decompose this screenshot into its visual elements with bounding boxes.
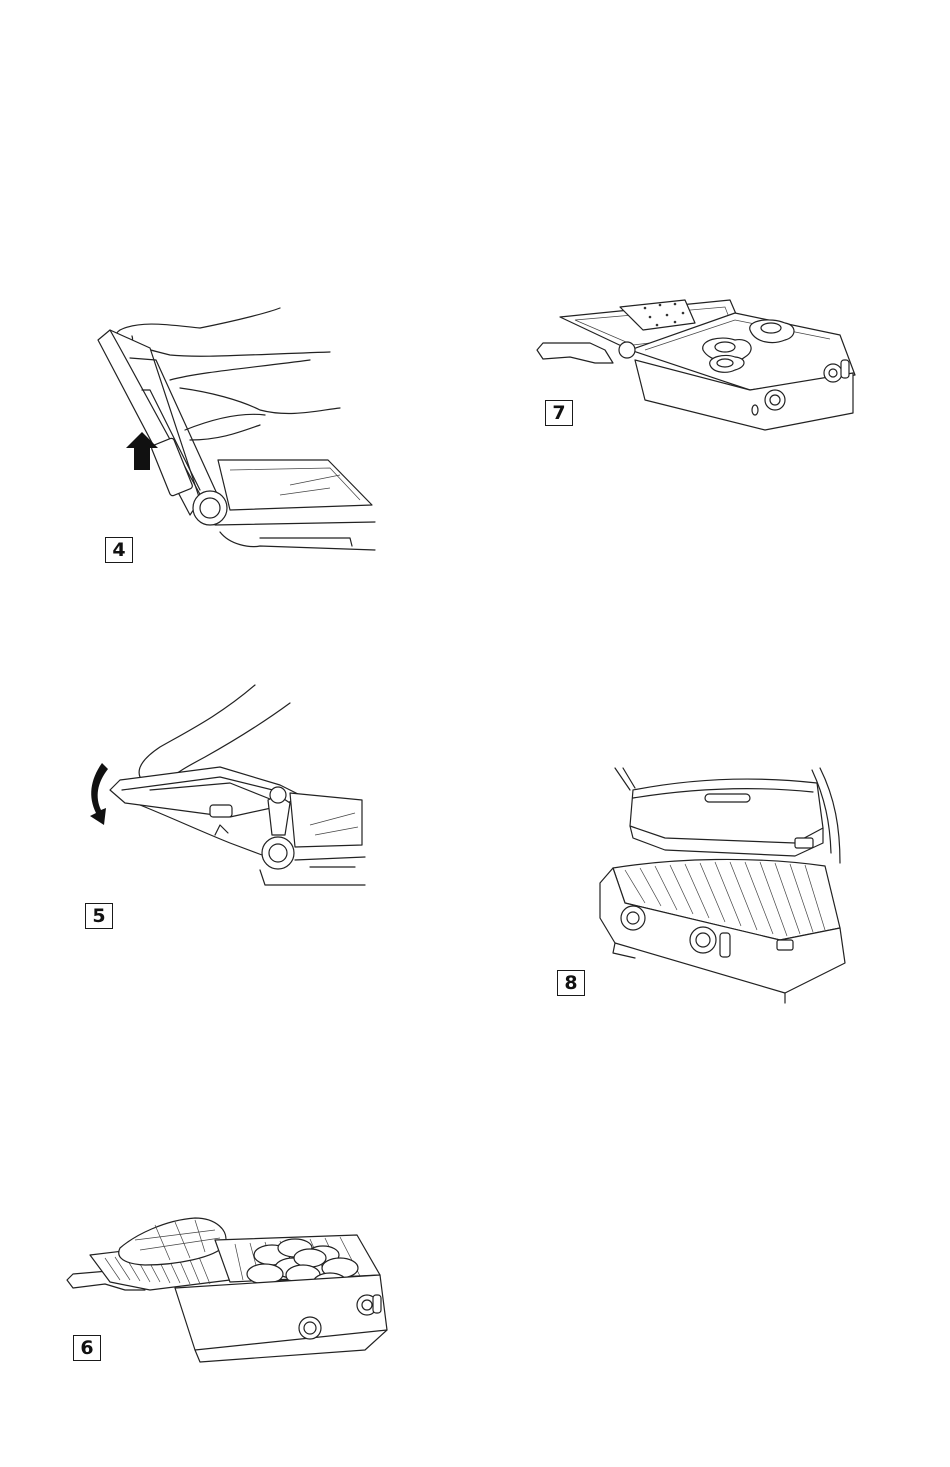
figure-5: 5 — [80, 685, 370, 935]
figure-number: 5 — [85, 903, 113, 929]
figure-8-illustration — [555, 768, 855, 1008]
figure-6: 6 — [65, 1210, 400, 1370]
arrow-curved-down-icon — [90, 763, 108, 825]
figure-7-illustration — [535, 295, 865, 435]
figure-7: 7 — [535, 295, 865, 435]
figure-6-illustration — [65, 1210, 400, 1370]
figure-number: 8 — [557, 970, 585, 996]
figure-8: 8 — [555, 768, 855, 1008]
figure-number: 6 — [73, 1335, 101, 1361]
figure-number: 4 — [105, 537, 133, 563]
figure-5-illustration — [80, 685, 370, 935]
figure-number: 7 — [545, 400, 573, 426]
figure-4: 4 — [90, 300, 380, 570]
figure-4-illustration — [90, 300, 380, 570]
